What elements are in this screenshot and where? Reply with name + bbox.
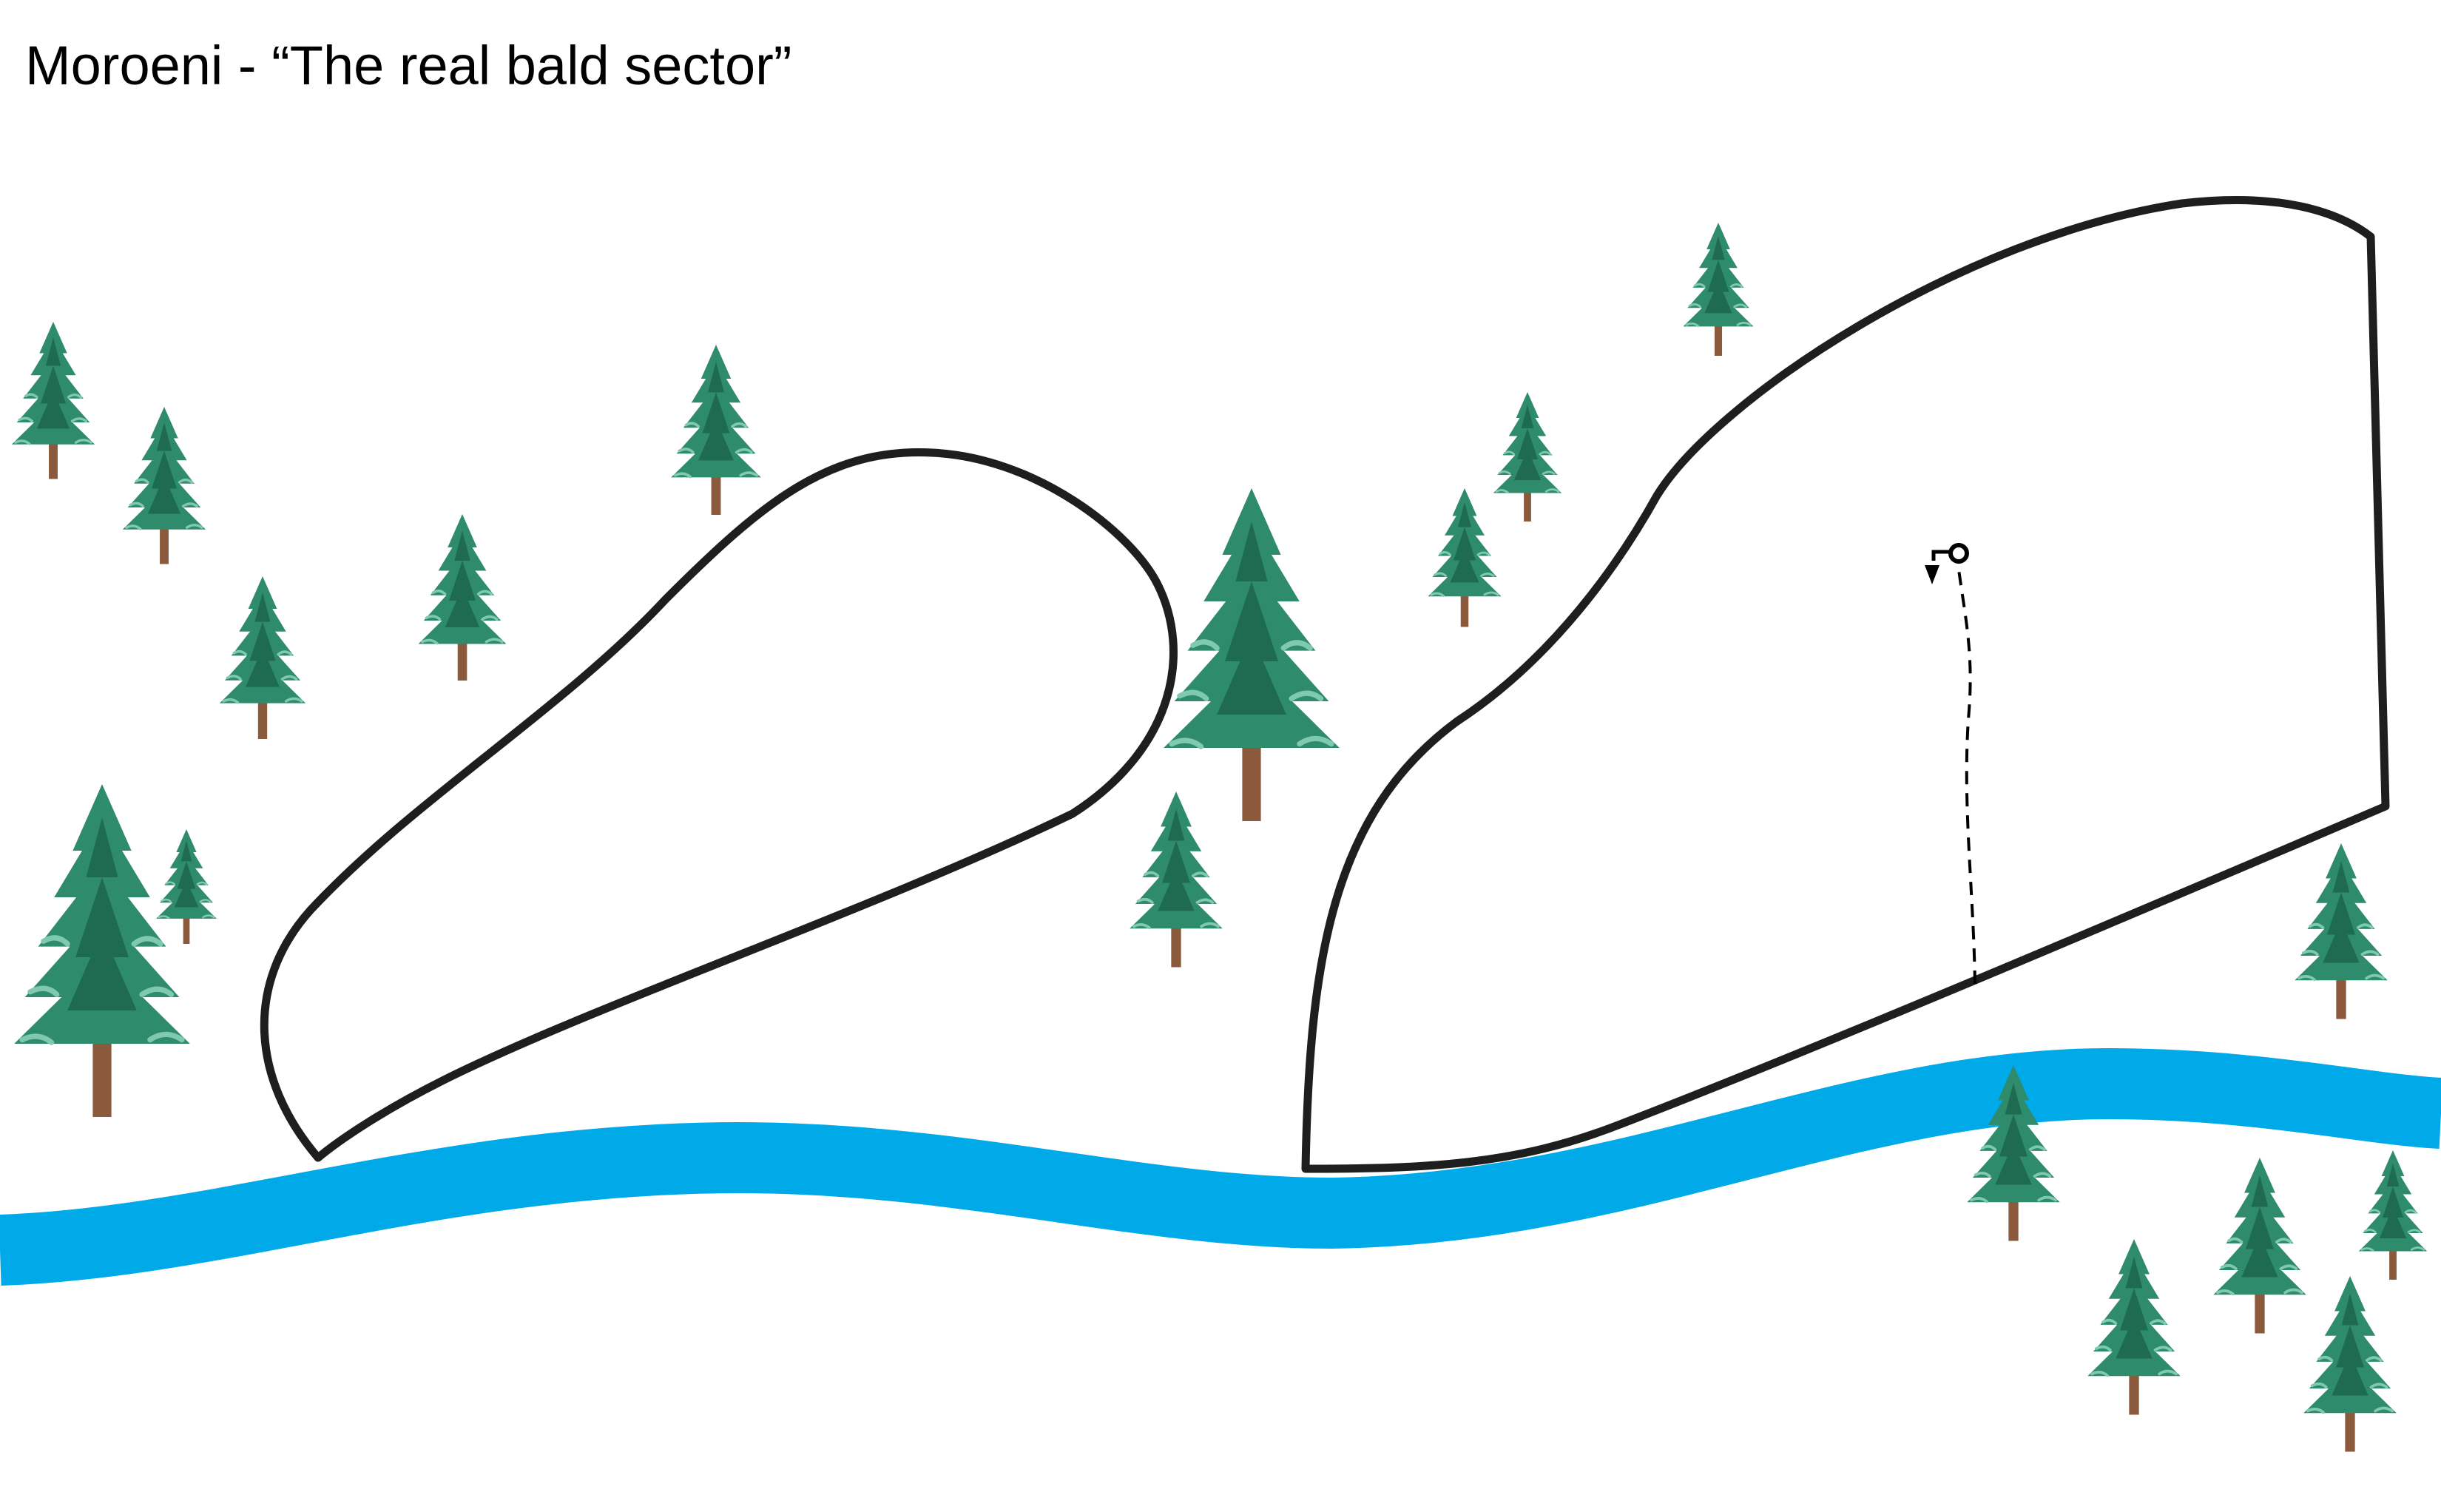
pine-tree-icon [1682, 221, 1755, 357]
pine-tree-icon [1492, 391, 1563, 523]
left-rock-outline [260, 448, 1178, 1162]
pine-tree-icon [218, 575, 307, 740]
pine-tree-icon [2293, 842, 2389, 1021]
pine-tree-icon [121, 405, 207, 566]
page-title: Moroeni - “The real bald sector” [25, 35, 792, 96]
river [0, 1047, 2441, 1286]
pine-tree-icon [1128, 790, 1224, 969]
pine-tree-icon [1164, 488, 1340, 821]
pine-tree-icon [2212, 1156, 2308, 1335]
pine-tree-icon [416, 513, 508, 682]
climbing-route-line [1957, 569, 1976, 985]
right-rock-outline [1301, 196, 2390, 1173]
pine-tree-icon [1427, 487, 1502, 628]
pine-tree-icon [155, 828, 218, 945]
pine-tree-icon [669, 343, 763, 516]
anchor-icon [1925, 543, 1969, 584]
pine-tree-icon [2357, 1149, 2428, 1281]
pine-tree-icon [2086, 1238, 2182, 1417]
pine-tree-icon [2302, 1275, 2398, 1454]
pine-tree-icon [10, 320, 96, 481]
pine-tree-icon [14, 784, 190, 1117]
